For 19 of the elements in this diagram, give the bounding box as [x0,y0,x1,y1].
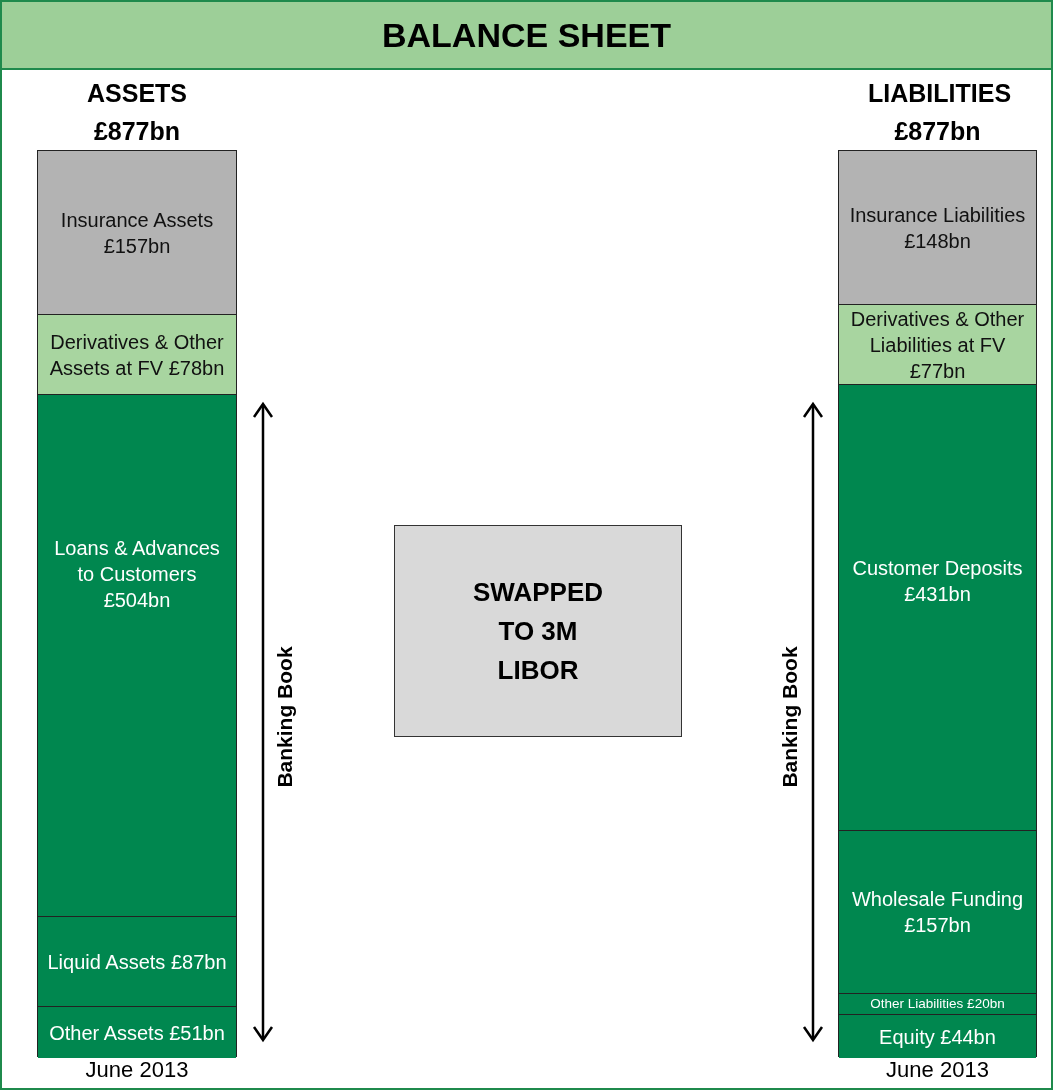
date-caption: June 2013 [885,1057,990,1083]
bar-segment: Liquid Assets £87bn [38,916,236,1006]
bar-segment: Customer Deposits £431bn [839,384,1036,830]
bar-segment: Other Liabilities £20bn [839,993,1036,1014]
bar-segment: Insurance Liabilities £148bn [839,151,1036,304]
bar-segment: Equity £44bn [839,1014,1036,1058]
bar-segment: Loans & Advances to Customers £504bn [38,394,236,916]
bar-segment: Other Assets £51bn [38,1006,236,1058]
bar-segment: Wholesale Funding £157bn [839,830,1036,993]
bar-segment: Insurance Assets £157bn [38,151,236,314]
note-box: SWAPPED TO 3M LIBOR [394,525,682,737]
title-banner: BALANCE SHEET [0,0,1053,70]
column-heading: LIABILITIES £877bn [867,78,1013,147]
column-heading: ASSETS £877bn [86,78,188,147]
axis-label: Banking Book [778,645,802,790]
bar-segment: Derivatives & Other Liabilities at FV £77bn [839,304,1036,384]
axis-label: Banking Book [273,645,297,790]
bar-segment: Derivatives & Other Assets at FV £78bn [38,314,236,394]
date-caption: June 2013 [84,1057,190,1083]
